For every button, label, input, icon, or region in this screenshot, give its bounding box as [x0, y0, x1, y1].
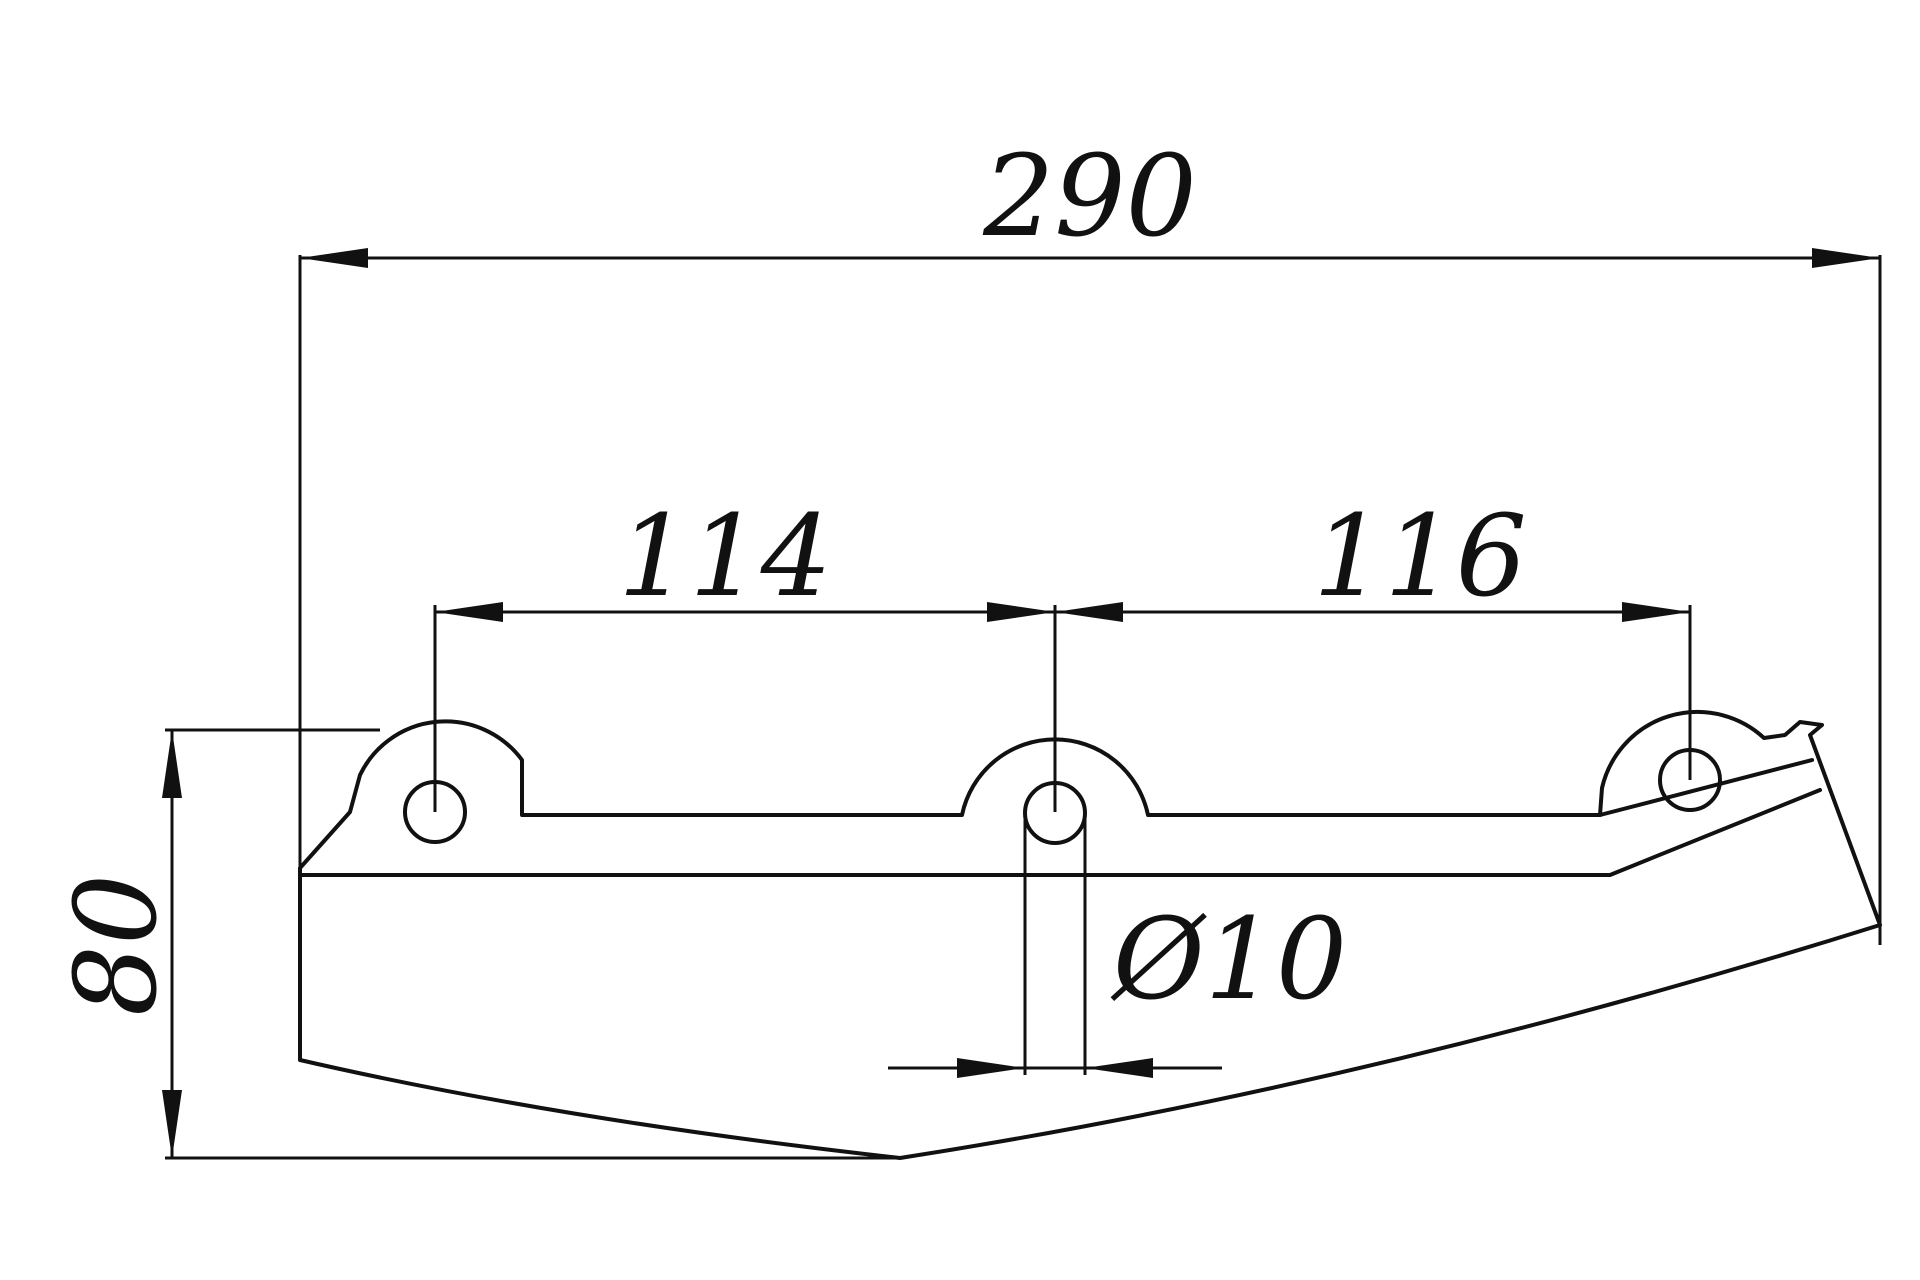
arrow-dia-right: [1085, 1058, 1153, 1078]
dimension-diameter: Ø10: [888, 813, 1347, 1078]
dimension-label-290: 290: [982, 132, 1197, 262]
dimension-label-116: 116: [1313, 492, 1527, 622]
dimension-label-80: 80: [52, 874, 182, 1017]
dimension-label-114: 114: [618, 492, 832, 622]
holes: [403, 748, 1722, 845]
dimension-hole-spacing: 114 116: [433, 492, 1692, 812]
arrow-height-bottom: [162, 1090, 182, 1158]
arrow-114-left: [435, 602, 503, 622]
edge-line: [1598, 758, 1814, 817]
arrow-right: [1812, 248, 1880, 268]
arrow-dia-left: [957, 1058, 1025, 1078]
dimension-overall: 290: [298, 132, 1882, 1060]
part-outline: [298, 709, 1882, 1160]
arrow-114-right: [987, 602, 1055, 622]
blade-body: [298, 709, 1882, 1160]
arrow-left: [300, 248, 368, 268]
arrow-height-top: [162, 730, 182, 798]
dimension-height: 80: [52, 728, 900, 1160]
arrow-116-right: [1622, 602, 1690, 622]
bevel-line: [298, 788, 1822, 877]
arrow-116-left: [1055, 602, 1123, 622]
dimension-label-diameter: Ø10: [1110, 895, 1347, 1025]
